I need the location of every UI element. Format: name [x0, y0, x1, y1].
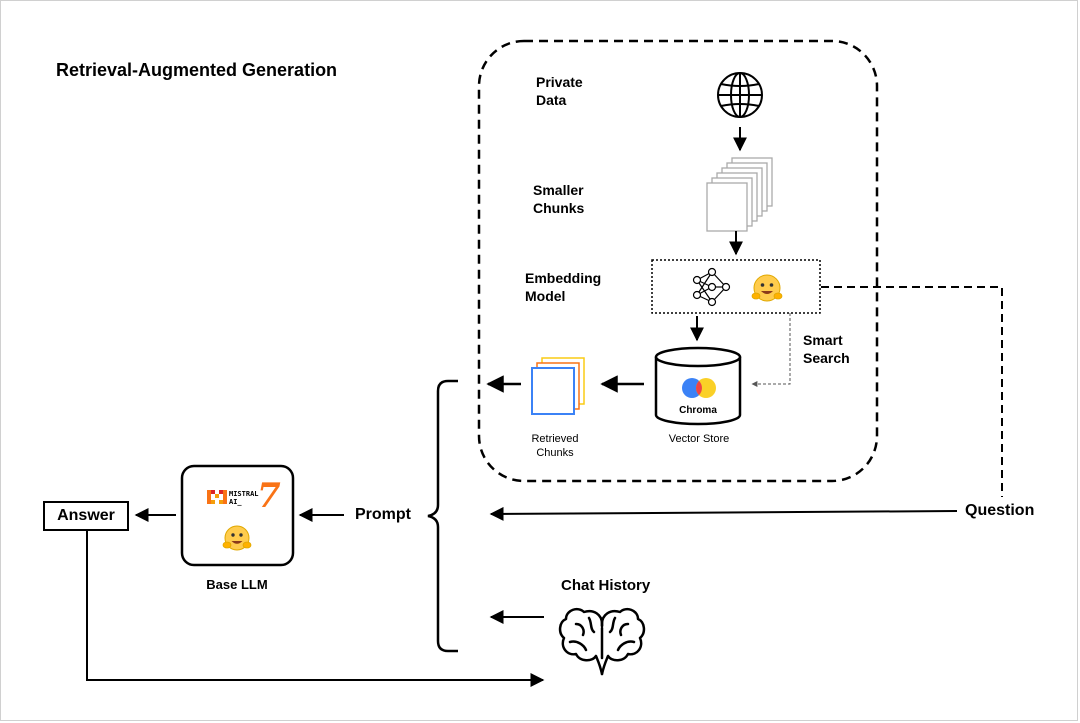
label-chat-history: Chat History	[561, 577, 651, 594]
label-smart-search: Smart Search	[803, 332, 850, 366]
label-private-data: Private Data	[536, 74, 583, 108]
brain-icon	[558, 607, 646, 676]
label-chroma: Chroma	[679, 405, 717, 416]
hugging-face-icon-llm	[222, 525, 252, 551]
mistral-logo-icon	[207, 490, 227, 504]
embedding-model-box	[651, 259, 821, 314]
label-answer: Answer	[57, 507, 115, 524]
retrieved-chunks-icon	[531, 357, 585, 415]
prompt-bracket	[427, 379, 458, 653]
mistral-version: 7	[257, 476, 281, 516]
private-pipeline-container	[477, 39, 879, 483]
label-base-llm: Base LLM	[206, 577, 268, 592]
chroma-logo	[682, 378, 716, 398]
arrow-question-to-prompt	[489, 506, 958, 521]
answer-to-chathistory-connector	[86, 530, 545, 687]
label-vector-store: Vector Store	[668, 433, 730, 445]
mistral-text-line1: MISTRAL	[229, 490, 259, 498]
label-question: Question	[965, 502, 1035, 519]
question-to-embedding-connector	[821, 286, 1003, 497]
hugging-face-icon	[751, 274, 783, 302]
diagram-title: Retrieval-Augmented Generation	[56, 60, 338, 80]
mistral-text-line2: AI_	[229, 498, 242, 506]
smart-search-connector	[751, 313, 791, 387]
label-embedding-model: Embedding Model	[525, 270, 602, 304]
label-smaller-chunks: Smaller Chunks	[533, 182, 585, 216]
answer-box	[43, 501, 129, 531]
label-retrieved-chunks: Retrieved Chunks	[531, 433, 579, 459]
neural-network-icon	[692, 267, 731, 307]
documents-stack-icon	[706, 157, 773, 232]
globe-icon	[717, 72, 763, 118]
label-prompt: Prompt	[355, 506, 411, 523]
